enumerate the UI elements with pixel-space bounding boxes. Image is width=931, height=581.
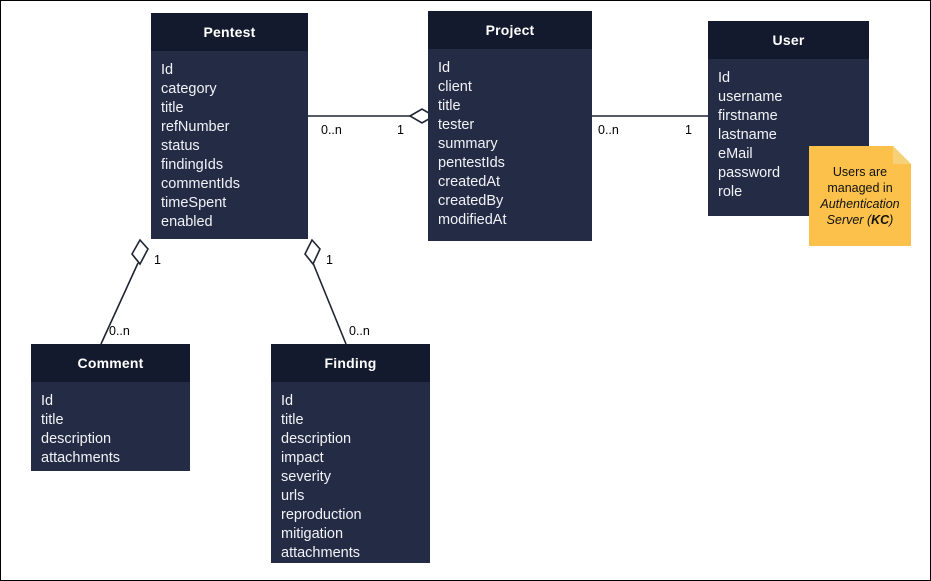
sticky-note-text: Users are managed in Authentication Serv… [809, 164, 911, 228]
attribute-row: mitigation [281, 526, 344, 542]
class-box-pentest[interactable]: Pentest Id category title refNumber stat… [151, 13, 308, 239]
attribute-row: summary [438, 136, 498, 152]
class-attributes-pentest: Id category title refNumber status findi… [151, 51, 308, 239]
sticky-note-shape [809, 146, 911, 246]
attribute-row: findingIds [161, 157, 224, 173]
multiplicity-pentest-project-source: 0..n [321, 123, 342, 137]
sticky-note-line-4-head: Server ( [826, 213, 872, 227]
multiplicity-pentest-finding-target: 0..n [349, 324, 370, 338]
attribute-row: username [718, 89, 783, 105]
attribute-row: firstname [718, 108, 778, 124]
sticky-note-line-1: Users are [832, 165, 888, 179]
attribute-row: lastname [718, 127, 777, 143]
attribute-row: enabled [161, 214, 213, 230]
class-box-comment[interactable]: Comment Id title description attachments [31, 344, 190, 471]
attribute-row: description [41, 431, 112, 447]
attribute-row: password [718, 165, 781, 181]
attribute-row: Id [161, 62, 174, 78]
attribute-row: title [161, 100, 184, 116]
multiplicity-pentest-comment-source: 1 [154, 253, 161, 267]
attribute-row: title [438, 98, 461, 114]
attribute-row: Id [41, 393, 54, 409]
attribute-row: timeSpent [161, 195, 227, 211]
attribute-row: createdAt [438, 174, 501, 190]
multiplicity-pentest-project-target: 1 [397, 123, 404, 137]
attribute-row: title [41, 412, 64, 428]
attribute-row: status [161, 138, 200, 154]
multiplicity-project-user-target: 1 [685, 123, 692, 137]
class-title-comment: Comment [31, 344, 190, 382]
attribute-row: refNumber [161, 119, 230, 135]
sticky-note-line-3: Authentication [820, 197, 900, 211]
multiplicity-pentest-comment-target: 0..n [109, 324, 130, 338]
attribute-row: pentestIds [438, 155, 505, 171]
association-pentest-project [308, 108, 436, 124]
multiplicity-project-user-source: 0..n [598, 123, 619, 137]
attribute-row: commentIds [161, 176, 240, 192]
multiplicity-pentest-finding-source: 1 [326, 253, 333, 267]
class-title-pentest: Pentest [151, 13, 308, 51]
class-attributes-comment: Id title description attachments [31, 382, 190, 471]
sticky-note-user[interactable]: Users are managed in Authentication Serv… [809, 146, 911, 246]
attribute-row: Id [438, 60, 451, 76]
attribute-row: urls [281, 488, 305, 504]
attribute-row: severity [281, 469, 331, 485]
attribute-row: Id [281, 393, 294, 409]
class-title-finding: Finding [271, 344, 430, 382]
class-box-finding[interactable]: Finding Id title description impact seve… [271, 344, 430, 563]
sticky-note-line-2: managed in [827, 181, 893, 195]
class-box-user[interactable]: User Id username firstname lastname eMai… [708, 21, 869, 216]
attribute-row: attachments [281, 545, 360, 561]
class-attributes-project: Id client title tester summary pentestId… [428, 49, 592, 238]
attribute-row: createdBy [438, 193, 504, 209]
sticky-note-line-4-bold: KC [871, 213, 890, 227]
class-title-project: Project [428, 11, 592, 49]
attribute-row: modifiedAt [438, 212, 507, 228]
class-box-project[interactable]: Project Id client title tester summary p… [428, 11, 592, 241]
class-attributes-finding: Id title description impact severity url… [271, 382, 430, 563]
class-attributes-user: Id username firstname lastname eMail pas… [708, 59, 869, 210]
attribute-row: category [161, 81, 217, 97]
attribute-row: client [438, 79, 472, 95]
attribute-row: description [281, 431, 352, 447]
attribute-row: role [718, 184, 743, 200]
attribute-row: attachments [41, 450, 120, 466]
attribute-row: Id [718, 70, 731, 86]
attribute-row: impact [281, 450, 324, 466]
sticky-note-line-4-tail: ) [889, 213, 894, 227]
attribute-row: eMail [718, 146, 753, 162]
attribute-row: tester [438, 117, 475, 133]
attribute-row: title [281, 412, 304, 428]
class-title-user: User [708, 21, 869, 59]
attribute-row: reproduction [281, 507, 362, 523]
